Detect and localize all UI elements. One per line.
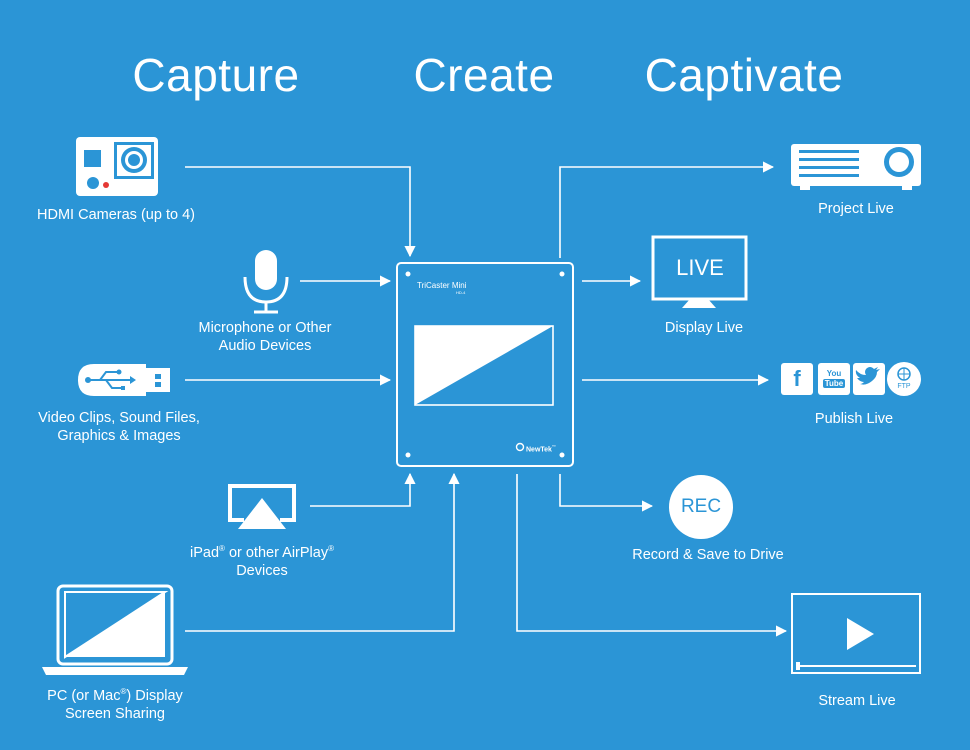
pc-label: PC (or Mac®) Display Screen Sharing: [47, 687, 183, 722]
monitor-icon: [651, 235, 748, 308]
stream-live-label: Stream Live: [818, 693, 896, 709]
hdmi-connector: [185, 166, 416, 258]
video-player-icon: [791, 593, 921, 674]
display-live-label: Display Live: [664, 320, 744, 336]
facebook-icon: [781, 363, 813, 395]
device-model: HD-4: [456, 290, 466, 295]
device-name: TriCaster Mini: [417, 281, 467, 290]
create-heading: Create: [413, 49, 555, 101]
hdmi-cameras-label: HDMI Cameras (up to 4): [37, 207, 195, 223]
capture-heading: Capture: [132, 49, 300, 101]
record-icon: [669, 475, 733, 539]
pc-connector: [185, 472, 460, 632]
microphone-icon: [243, 250, 289, 314]
record-label: Record & Save to Drive: [632, 547, 784, 563]
output-connectors: [516, 161, 788, 637]
stream-connector: [516, 474, 788, 637]
record-connector: [559, 474, 654, 512]
project-live-label: Project Live: [818, 201, 894, 217]
ftp-glyph: FTP: [897, 383, 911, 390]
airplay-connector: [310, 472, 416, 507]
usb-drive-icon: [78, 364, 170, 396]
action-camera-icon: [76, 137, 158, 196]
tricaster-device: [396, 262, 574, 467]
project-connector: [559, 161, 775, 258]
airplay-label: iPad® or other AirPlay® Devices: [189, 544, 334, 579]
input-connectors: [185, 166, 460, 632]
captivate-heading: Captivate: [644, 49, 844, 101]
facebook-glyph: f: [793, 366, 801, 391]
microphone-label: Microphone or Other Audio Devices: [198, 320, 332, 354]
youtube-glyph: You Tube: [823, 369, 845, 388]
device-brand: NewTek™: [526, 444, 556, 454]
airplay-icon: [228, 484, 296, 529]
laptop-icon: [42, 584, 188, 675]
projector-icon: [791, 144, 921, 190]
usb-label: Video Clips, Sound Files, Graphics & Ima…: [38, 410, 200, 444]
publish-live-label: Publish Live: [814, 411, 894, 427]
monitor-screen-text: LIVE: [676, 255, 724, 280]
rec-button-text: REC: [680, 496, 722, 517]
